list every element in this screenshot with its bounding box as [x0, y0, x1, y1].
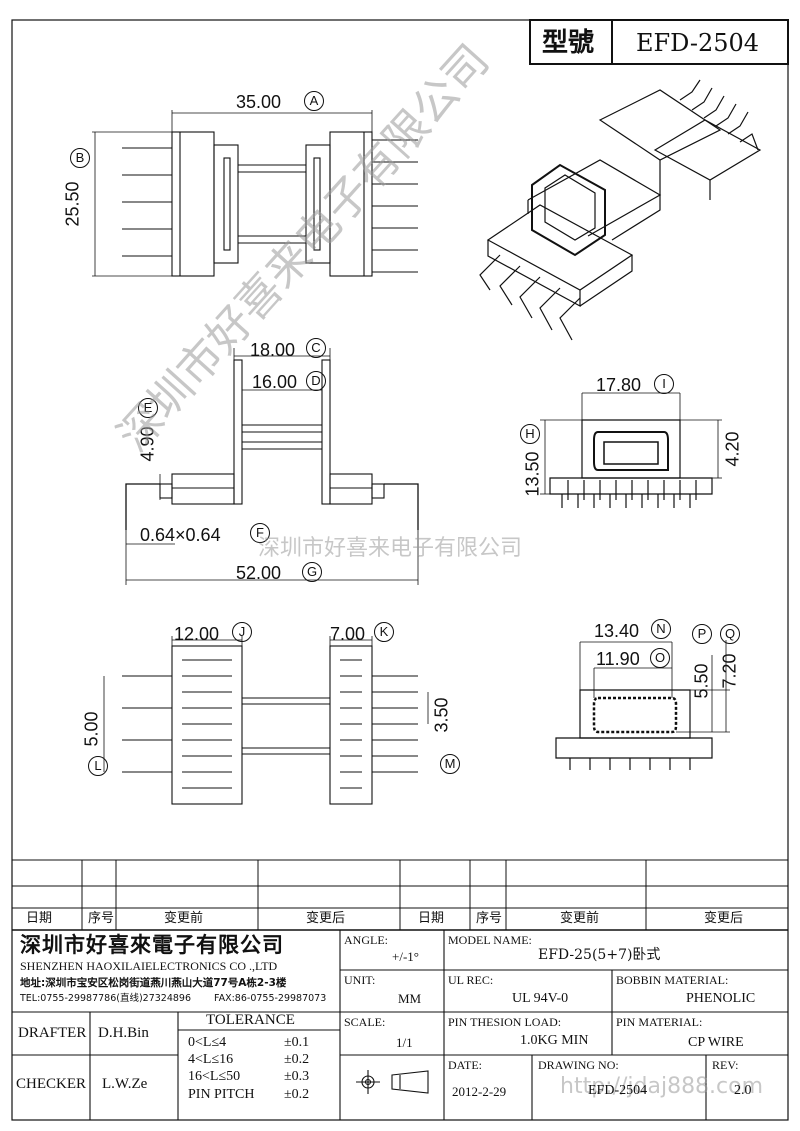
dim-i-marker: I	[654, 374, 674, 394]
company-name-cn: 深圳市好喜來電子有限公司	[20, 932, 284, 957]
model-name-label: MODEL NAME:	[448, 933, 532, 947]
rev-header-before-right: 变更前	[560, 911, 600, 926]
tolerance-range-3: 16<L≤50	[188, 1069, 241, 1084]
dim-c-value: 18.00	[250, 340, 296, 360]
dim-q-value: 7.20	[719, 653, 740, 689]
ul-value: UL 94V-0	[512, 991, 569, 1006]
tolerance-range-4: PIN PITCH	[188, 1087, 255, 1102]
rev-value: 2.0	[734, 1083, 752, 1098]
dim-e-marker: E	[138, 398, 158, 418]
dim-b-marker: B	[70, 148, 90, 168]
dim-c-marker: C	[306, 338, 326, 358]
angle-label: ANGLE:	[344, 933, 388, 947]
front-view	[125, 348, 419, 585]
dim-a-marker: A	[304, 91, 324, 111]
company-fax: FAX:86-0755-29987073	[214, 993, 327, 1004]
dim-k-marker: K	[374, 622, 394, 642]
date-label: DATE:	[448, 1058, 482, 1072]
dim-a-value: 35.00	[236, 92, 282, 112]
rev-header-date-right: 日期	[418, 911, 445, 926]
model-label: 型號	[542, 28, 595, 58]
pin-material-label: PIN MATERIAL:	[616, 1015, 703, 1029]
dim-l-marker: L	[88, 756, 108, 776]
isometric-view	[479, 79, 762, 341]
model-name-value: EFD-25(5+7)卧式	[538, 947, 661, 963]
rev-header-after-right: 变更后	[704, 911, 744, 926]
bottom-view	[103, 636, 429, 805]
tolerance-label: TOLERANCE	[206, 1012, 295, 1028]
angle-value: +/-1°	[392, 949, 419, 964]
dim-g-value: 52.00	[236, 563, 282, 583]
dim-h-marker: H	[520, 424, 540, 444]
dim-m-marker: M	[440, 754, 460, 774]
pin-load-label: PIN THESION LOAD:	[448, 1015, 562, 1029]
dim-d-value: 16.00	[252, 372, 298, 392]
scale-value: 1/1	[396, 1035, 413, 1050]
dim-o-value: 11.90	[596, 649, 640, 669]
dim-j-marker: J	[232, 622, 252, 642]
title-block	[12, 930, 788, 1120]
border-frame	[11, 19, 789, 1121]
dim-o-marker: O	[650, 648, 670, 668]
dim-f-marker: F	[250, 523, 270, 543]
dim-e-value: 4.90	[137, 426, 158, 462]
date-value: 2012-2-29	[452, 1084, 507, 1099]
top-view	[92, 110, 418, 277]
model-box	[529, 19, 789, 65]
dim-f-value: 0.64×0.64	[140, 525, 221, 545]
dim-j-value: 12.00	[174, 624, 220, 644]
dim-m-value: 3.50	[431, 697, 452, 733]
dim-p-marker: P	[692, 624, 712, 644]
tolerance-range-1: 0<L≤4	[188, 1035, 227, 1050]
drawing-no-label: DRAWING NO:	[538, 1058, 619, 1072]
rev-header-no-right: 序号	[476, 911, 503, 926]
dim-n-value: 13.40	[594, 621, 640, 641]
model-value: EFD-2504	[636, 29, 760, 57]
end-view	[555, 640, 730, 770]
tolerance-range-2: 4<L≤16	[188, 1052, 234, 1067]
dim-i-value: 17.80	[596, 375, 642, 395]
drafter-label: DRAFTER	[18, 1025, 87, 1041]
side-view	[540, 392, 722, 508]
tolerance-value-1: ±0.1	[284, 1035, 310, 1050]
dim-b-value: 25.50	[62, 181, 83, 227]
tolerance-value-4: ±0.2	[284, 1087, 310, 1102]
dim-p-value: 5.50	[691, 663, 712, 699]
rev-header-no-left: 序号	[88, 911, 115, 926]
pin-load-value: 1.0KG MIN	[520, 1033, 589, 1048]
scale-label: SCALE:	[344, 1015, 386, 1029]
unit-value: MM	[398, 991, 422, 1006]
rev-header-before-left: 变更前	[164, 911, 204, 926]
rev-header-after-left: 变更后	[306, 911, 346, 926]
checker-value: L.W.Ze	[102, 1076, 148, 1092]
rev-header-date-left: 日期	[26, 911, 53, 926]
pin-material-value: CP WIRE	[688, 1035, 744, 1050]
checker-label: CHECKER	[16, 1076, 87, 1092]
dim-d-marker: D	[306, 371, 326, 391]
dim-h-value: 13.50	[522, 451, 543, 497]
company-tel: TEL:0755-29987786(直线)27324896	[20, 993, 192, 1004]
bobbin-material-label: BOBBIN MATERIAL:	[616, 973, 729, 987]
dim-g-marker: G	[302, 562, 322, 582]
tolerance-value-3: ±0.3	[284, 1069, 310, 1084]
ul-label: UL REC:	[448, 973, 494, 987]
drawing-no-value: EFD-2504	[588, 1083, 648, 1098]
dim-q-marker: Q	[720, 624, 740, 644]
company-address: 地址:深圳市宝安区松岗街道燕川燕山大道77号A栋2-3楼	[20, 977, 287, 989]
rev-label: REV:	[712, 1058, 739, 1072]
revision-table	[12, 859, 788, 931]
unit-label: UNIT:	[344, 973, 376, 987]
tolerance-value-2: ±0.2	[284, 1052, 310, 1067]
dim-i2-value: 4.20	[722, 431, 743, 467]
drafter-value: D.H.Bin	[98, 1025, 149, 1041]
dim-n-marker: N	[651, 619, 671, 639]
dim-l-value: 5.00	[81, 711, 102, 747]
bobbin-material-value: PHENOLIC	[686, 991, 756, 1006]
company-name-en: SHENZHEN HAOXILAIELECTRONICS CO .,LTD	[20, 959, 278, 973]
dim-k-value: 7.00	[330, 624, 366, 644]
